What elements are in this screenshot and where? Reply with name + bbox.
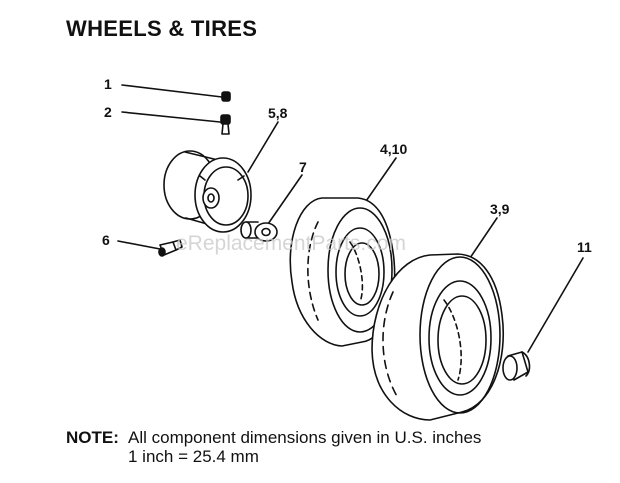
callout-5-8: 5,8 — [268, 105, 288, 121]
dimension-note: NOTE: All component dimensions given in U… — [66, 428, 481, 466]
leader-line-1 — [121, 84, 223, 98]
grease-fitting — [158, 239, 183, 257]
front-tire — [289, 197, 396, 347]
hub-cap — [502, 351, 531, 381]
valve-cap — [221, 91, 231, 102]
note-label: NOTE: — [66, 428, 119, 447]
callout-2: 2 — [104, 104, 112, 120]
bushing — [240, 221, 278, 242]
callout-4-10: 4,10 — [380, 141, 407, 157]
callout-3-9: 3,9 — [490, 201, 510, 217]
leader-line-6 — [117, 240, 161, 250]
watermark: eReplacementParts.com — [176, 232, 406, 255]
leader-line-39 — [469, 217, 498, 259]
callout-11: 11 — [577, 239, 592, 255]
callout-7: 7 — [299, 159, 307, 175]
leader-line-410 — [363, 157, 397, 205]
valve-stem — [220, 114, 231, 135]
leader-line-58 — [247, 121, 279, 173]
note-line-1: NOTE: All component dimensions given in U… — [66, 428, 481, 447]
callout-1: 1 — [104, 76, 112, 92]
rear-tire — [371, 253, 505, 421]
diagram-title: WHEELS & TIRES — [66, 16, 258, 41]
wheel-rim — [163, 150, 252, 233]
callout-6: 6 — [102, 232, 110, 248]
note-line-2: 1 inch = 25.4 mm — [128, 447, 259, 466]
note-text: All component dimensions given in U.S. i… — [128, 428, 482, 447]
leader-line-7 — [267, 174, 303, 225]
leader-line-2 — [121, 111, 221, 123]
leader-line-11 — [527, 257, 584, 353]
